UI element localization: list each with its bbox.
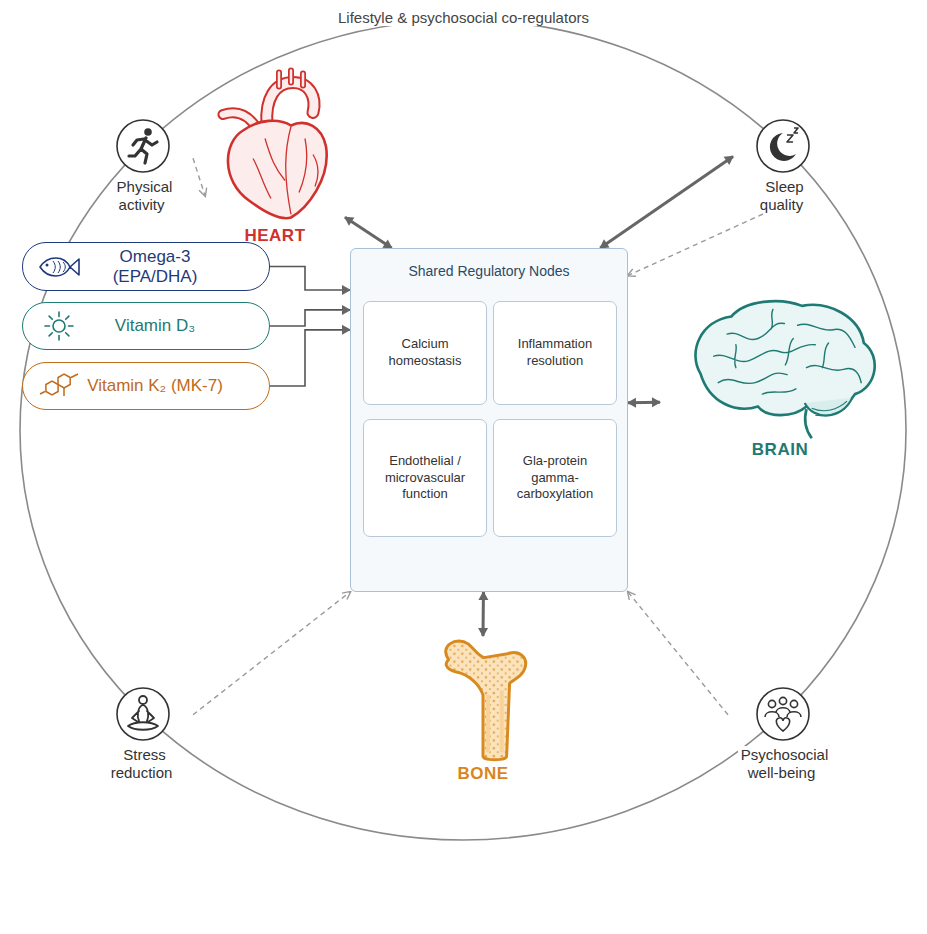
supplement-icon-svg bbox=[35, 308, 83, 344]
connector-arrow bbox=[345, 217, 392, 248]
organ-node: HEART bbox=[205, 66, 345, 246]
regulatory-label: Calcium homeostasis bbox=[370, 336, 480, 370]
organ-label: BRAIN bbox=[660, 440, 900, 460]
organ-node: BONE bbox=[428, 636, 538, 784]
regulatory-node: Calcium homeostasis bbox=[363, 301, 487, 405]
lifestyle-node: Stress reduction bbox=[93, 686, 193, 782]
lifestyle-label: Stress reduction bbox=[103, 746, 183, 782]
supplement-pill: Omega-3 (EPA/DHA) bbox=[22, 242, 270, 291]
regulatory-label: Gla-protein gamma-carboxylation bbox=[500, 453, 610, 504]
dashed-influence-arrow bbox=[193, 158, 205, 195]
organ-node: BRAIN bbox=[660, 290, 900, 460]
connector-arrow bbox=[270, 310, 350, 326]
dashed-influence-arrow bbox=[193, 592, 350, 715]
lifestyle-label-text: Sleep quality bbox=[760, 178, 806, 213]
icon-wrap bbox=[755, 686, 811, 742]
lifestyle-node: Psychosocial well-being bbox=[728, 686, 838, 782]
regulatory-node: Endothelial / microvascular function bbox=[363, 419, 487, 537]
connector-arrow bbox=[628, 401, 660, 405]
icon-wrap bbox=[115, 118, 171, 174]
lifestyle-icon bbox=[115, 686, 171, 742]
regulatory-node: Gla-protein gamma-carboxylation bbox=[493, 419, 617, 537]
organ-illustration bbox=[428, 636, 538, 764]
connector-arrow bbox=[482, 592, 485, 636]
lifestyle-label: Physical activity bbox=[103, 178, 183, 214]
connector-arrow bbox=[600, 156, 733, 248]
dashed-influence-arrow bbox=[628, 214, 763, 276]
organ-illustration bbox=[660, 290, 900, 440]
outer-ring bbox=[20, 20, 906, 840]
supplement-icon bbox=[35, 308, 83, 344]
regulatory-node: Inflammation resolution bbox=[493, 301, 617, 405]
supplement-icon-svg bbox=[35, 368, 83, 404]
supplement-icon-svg bbox=[35, 249, 83, 285]
regulatory-label: Inflammation resolution bbox=[500, 336, 610, 370]
organ-picture bbox=[205, 66, 345, 226]
connector-arrow bbox=[270, 330, 350, 386]
organ-picture bbox=[660, 290, 900, 440]
supplement-pill: Vitamin K₂ (MK-7) bbox=[22, 362, 270, 410]
organ-picture bbox=[428, 636, 538, 764]
dashed-influence-arrow bbox=[628, 592, 728, 715]
supplement-label: Vitamin K₂ (MK-7) bbox=[85, 372, 225, 400]
lifestyle-label-text: Psychosocial well-being bbox=[738, 746, 829, 781]
supplement-label: Omega-3 (EPA/DHA) bbox=[85, 243, 225, 290]
regulatory-label: Endothelial / microvascular function bbox=[370, 453, 480, 504]
lifestyle-label: Sleep quality bbox=[743, 178, 823, 214]
lifestyle-label: Psychosocial well-being bbox=[730, 746, 836, 782]
supplement-pill: Vitamin D₃ bbox=[22, 302, 270, 350]
supplement-icon bbox=[35, 368, 83, 404]
lifestyle-node: Sleep quality bbox=[733, 118, 833, 214]
icon-wrap bbox=[115, 686, 171, 742]
box-heading: Shared Regulatory Nodes bbox=[351, 263, 627, 279]
connector-arrow bbox=[270, 267, 350, 290]
shared-nodes-box: Shared Regulatory NodesCalcium homeostas… bbox=[350, 248, 628, 592]
ring-title: Lifestyle & psychosocial co-regulators bbox=[330, 9, 597, 26]
organ-label: BONE bbox=[428, 764, 538, 784]
organ-illustration bbox=[205, 66, 345, 226]
supplement-icon bbox=[35, 249, 83, 285]
lifestyle-icon bbox=[755, 118, 811, 174]
icon-wrap bbox=[755, 118, 811, 174]
lifestyle-icon bbox=[115, 118, 171, 174]
lifestyle-label-text: Physical activity bbox=[114, 178, 173, 213]
ring-title-wrap: Lifestyle & psychosocial co-regulators bbox=[0, 9, 927, 27]
lifestyle-node: Physical activity bbox=[93, 118, 193, 214]
lifestyle-label-text: Stress reduction bbox=[111, 746, 176, 781]
lifestyle-icon bbox=[755, 686, 811, 742]
supplement-label: Vitamin D₃ bbox=[85, 312, 225, 340]
